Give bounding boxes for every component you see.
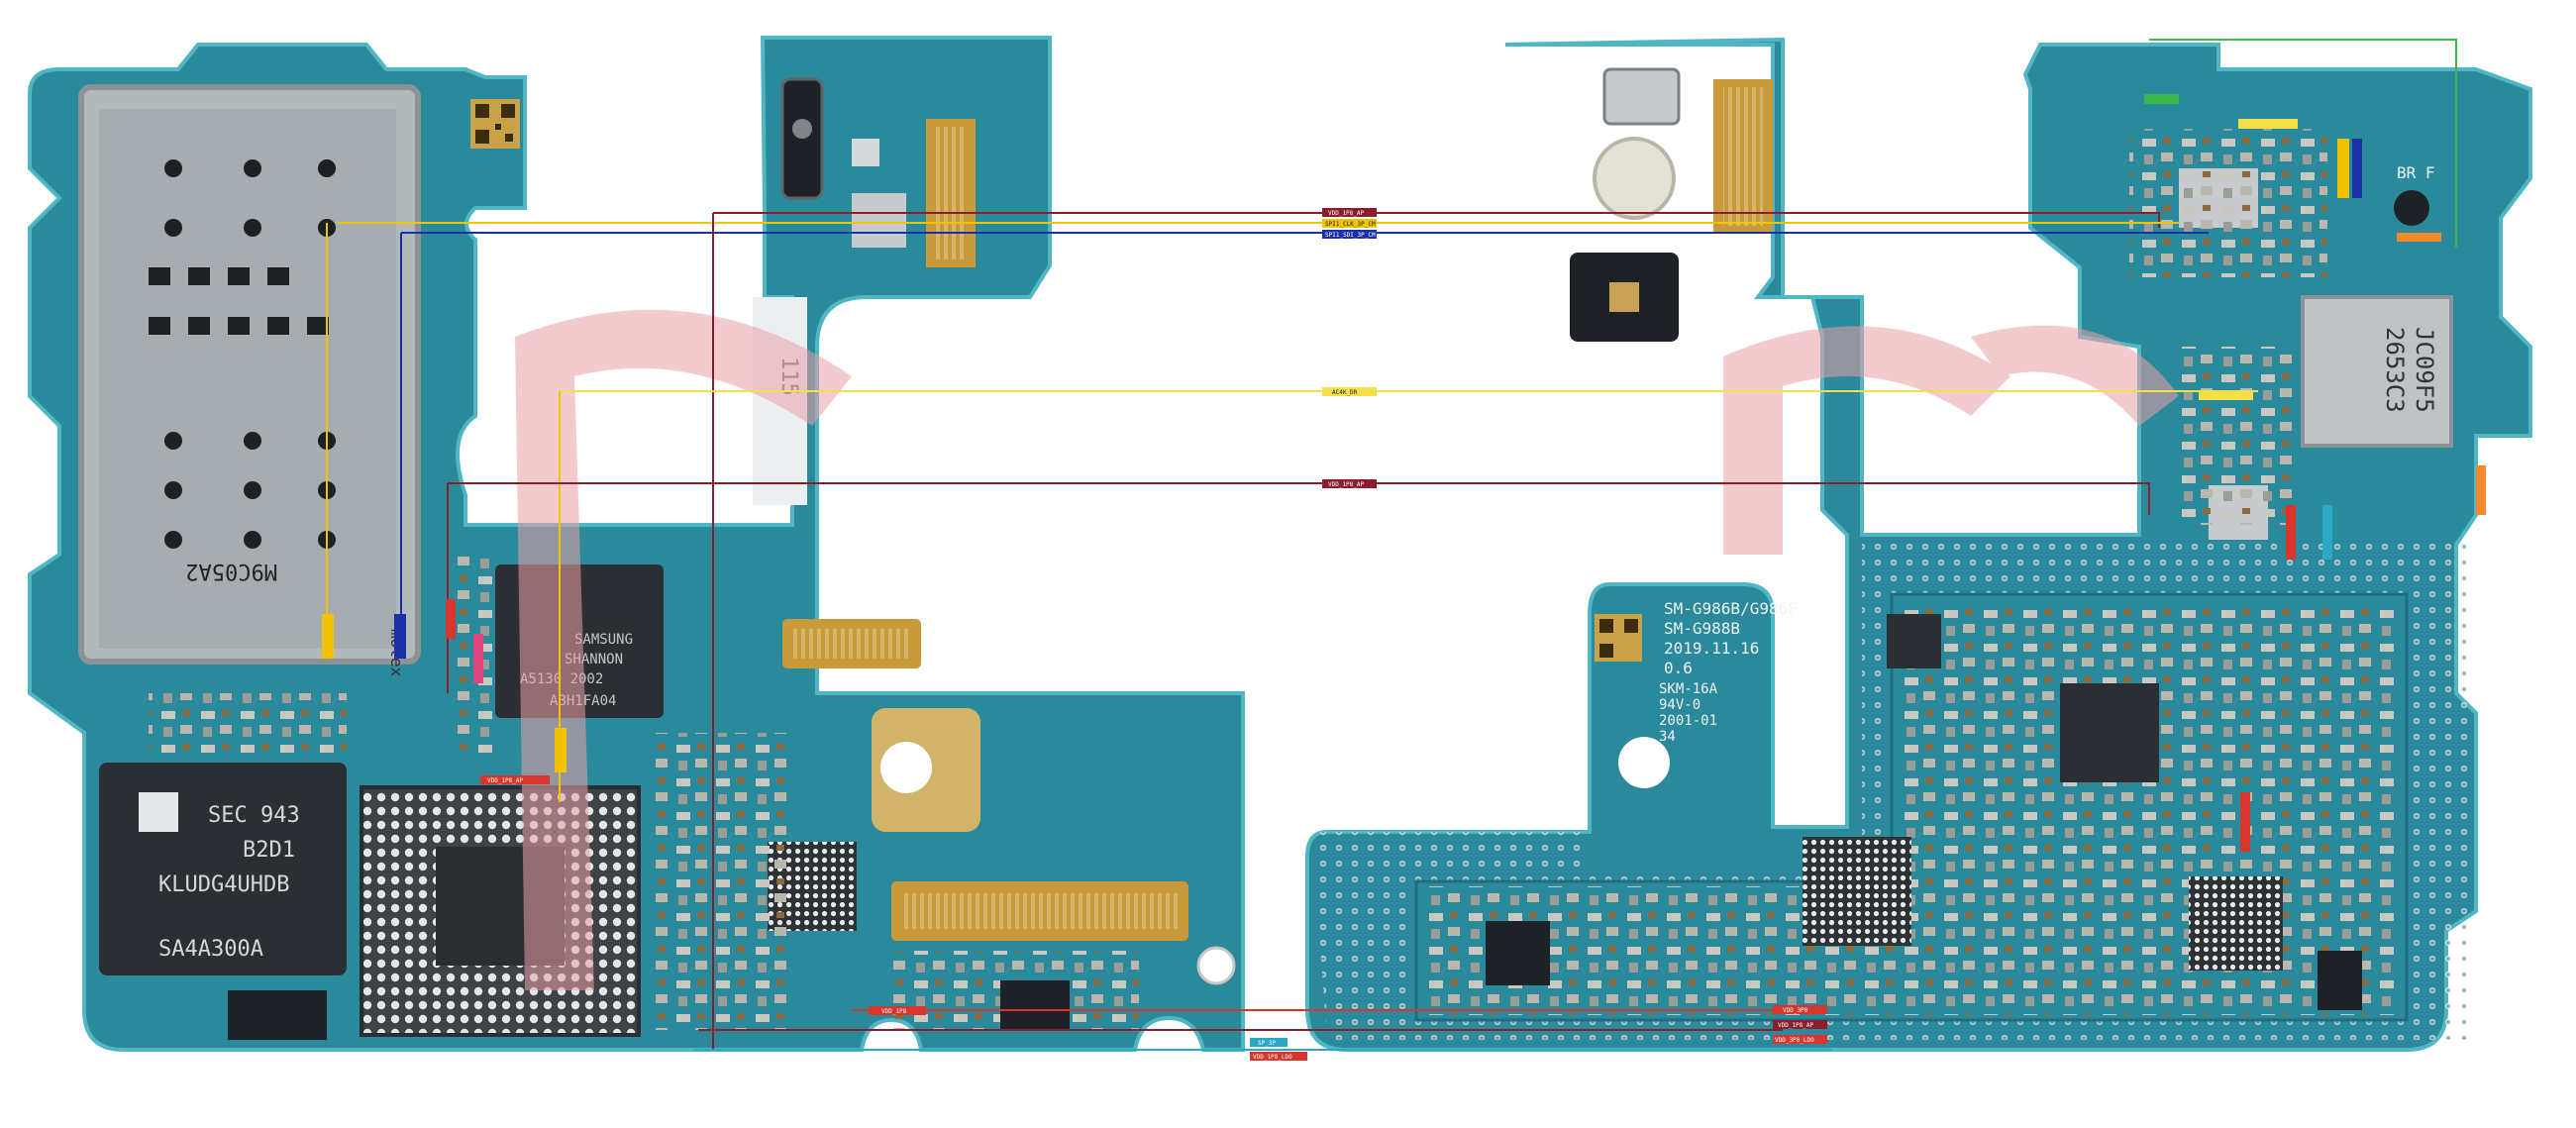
board-id2-1: SKM-16A (1659, 681, 1718, 697)
board-id-2: SM-G988B (1664, 619, 1740, 638)
emmc-line-1: SEC 943 (208, 803, 300, 828)
flash-led (1593, 137, 1676, 220)
net-label-center-b1: SP_3P (1250, 1038, 1288, 1047)
net-label-bottom3-text: VDD_3P0_LDO (1775, 1037, 1814, 1044)
net-traces (326, 39, 2457, 1051)
board-id2-2: 94V-0 (1659, 697, 1700, 713)
right-board: SM-G986B/G986F SM-G988B 2019.11.16 0.6 S… (1305, 37, 2532, 1052)
camera-sensor-right (1602, 67, 1681, 126)
bga-chip-right-1 (1803, 837, 1911, 946)
bga-chip-right-2 (2189, 876, 2283, 971)
net-label-top2: SPI1_CLK_3P_CM (1322, 219, 1377, 228)
brf-label: BR F (2397, 163, 2435, 182)
board-id2-3: 2001-01 (1659, 713, 1717, 729)
sim-tray-inner (99, 109, 396, 649)
net-label-bottom1: VDD_3P0 (1773, 1005, 1827, 1014)
modem-line-1: SAMSUNG (574, 632, 633, 648)
net-label-left-b-text: VDD_1P8 (881, 1008, 907, 1015)
net-label-small-tag-text: VDD_1P8_AP (487, 777, 524, 784)
cpu-bga-pads (360, 785, 641, 1037)
net-label-low: VDD_1P8_AP (1322, 479, 1377, 488)
board-id-1: SM-G986B/G986F (1664, 599, 1798, 618)
net-label-center-b2: VDD_1P8_LDO (1250, 1052, 1307, 1061)
sim-contacts (149, 159, 336, 549)
net-label-bottom1-text: VDD_3P0 (1783, 1007, 1808, 1014)
net-label-top1-text: VDD_1P8_AP (1328, 210, 1365, 217)
mount-hole-left (1196, 946, 1236, 985)
board-id-3: 2019.11.16 (1664, 639, 1759, 658)
net-label-bottom3: VDD_3P0_LDO (1773, 1035, 1827, 1044)
rf-chip (2301, 295, 2453, 448)
sim-tray-code: M9C05A2 (185, 559, 277, 583)
watermark (515, 309, 2179, 990)
probe-markers (322, 94, 2486, 852)
net-label-bottom2-text: VDD_1P8_AP (1778, 1022, 1814, 1029)
net-label-bottom2: VDD_1P8_AP (1773, 1020, 1827, 1029)
net-label-low-text: VDD_1P8_AP (1328, 481, 1365, 488)
board-id-4: 0.6 (1664, 659, 1693, 677)
net-label-center-b2-text: VDD_1P8_LDO (1253, 1054, 1292, 1061)
pmic-chip (2060, 683, 2159, 782)
board-id2-4: 34 (1659, 729, 1676, 745)
net-label-left-b: VDD_1P8 (869, 1006, 926, 1015)
net-label-top3-text: SPI1_SDI_3P_CM (1325, 232, 1376, 239)
net-label-mid: AC4K_DR (1322, 387, 1377, 396)
emmc-line-2: B2D1 (243, 838, 295, 863)
net-label-top3: SPI1_SDI_3P_CM (1322, 230, 1377, 239)
net-label-center-b1-text: SP_3P (1258, 1040, 1276, 1047)
emmc-line-3: KLUDG4UHDB (158, 872, 289, 897)
net-label-top1: VDD_1P8_AP (1322, 208, 1377, 217)
net-label-small-tag: VDD_1P8_AP (480, 775, 550, 784)
net-label-mid-text: AC4K_DR (1332, 389, 1358, 396)
rf-chip-line-1: 2653C3 (2381, 327, 2409, 413)
rf-chip-line-2: JC09F5 (2411, 327, 2438, 413)
emmc-line-4: SA4A300A (158, 937, 263, 962)
left-board: M9C05A2 molex 115 SEC 943 B2D1 KLUDG4UHD… (28, 36, 1245, 1052)
net-label-top2-text: SPI1_CLK_3P_CM (1325, 221, 1376, 228)
